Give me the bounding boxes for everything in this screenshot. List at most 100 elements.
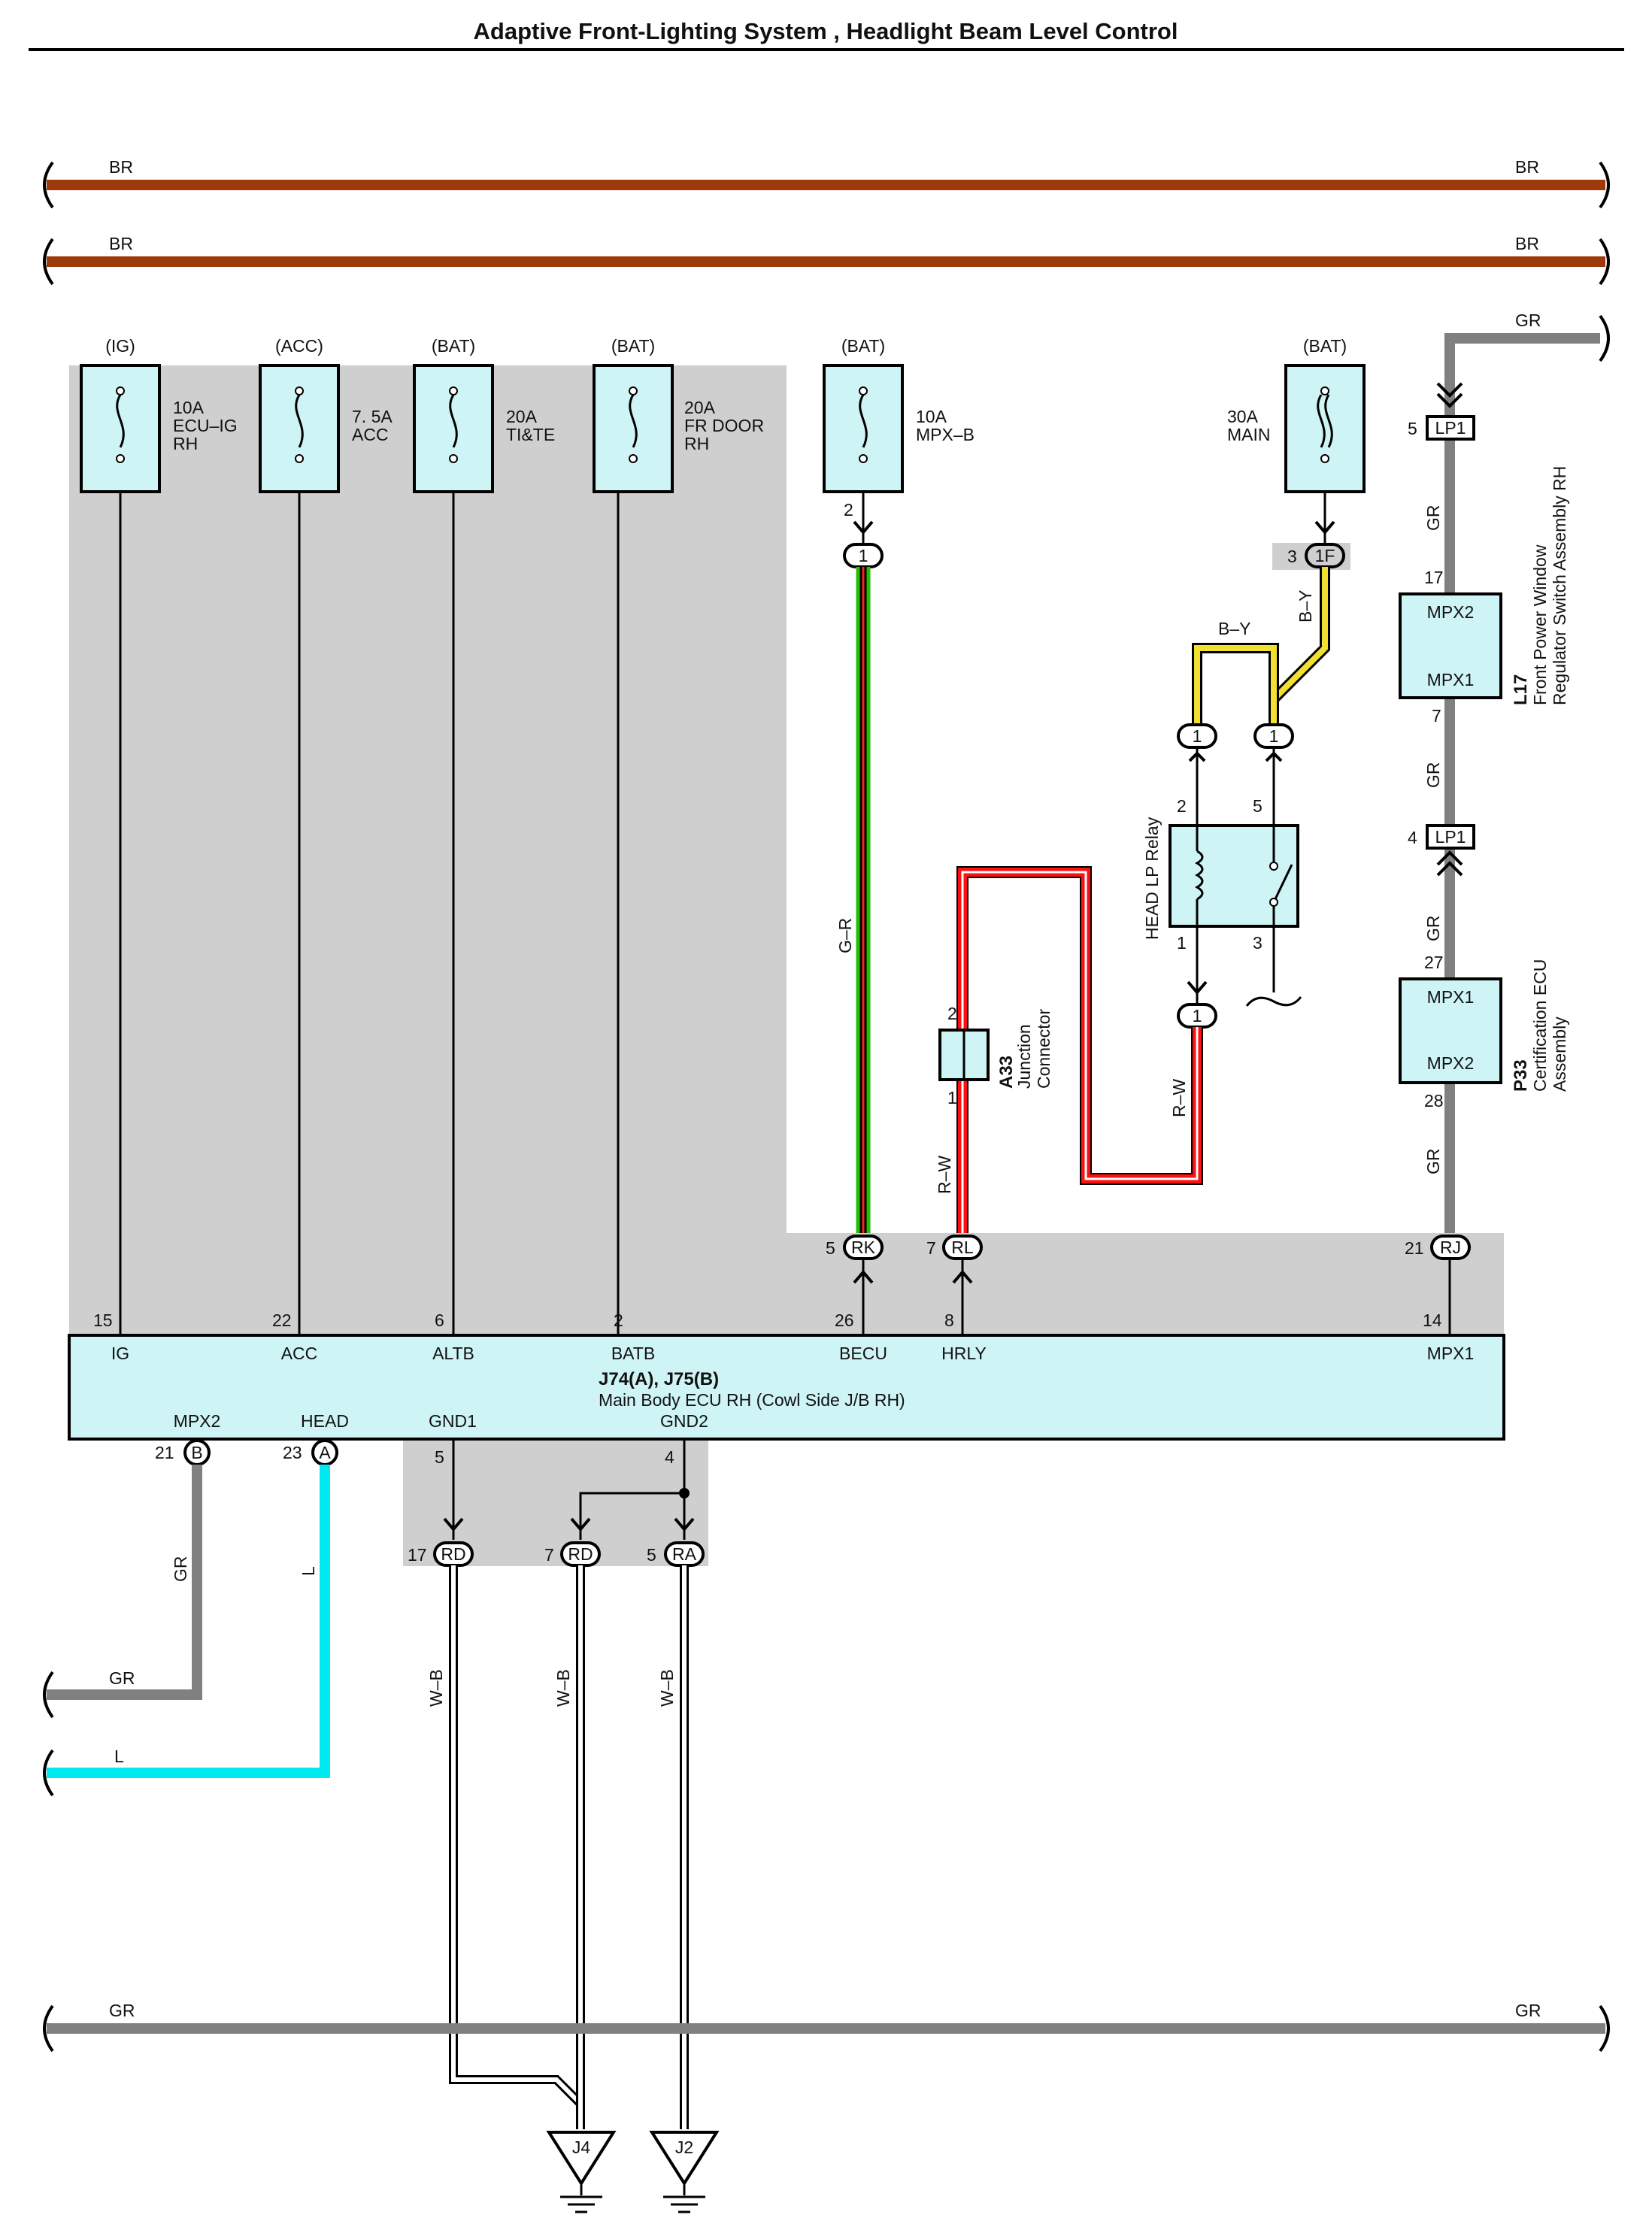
connector-relay-in-left: 1 bbox=[1177, 723, 1217, 749]
fuse-name: RH bbox=[173, 434, 198, 453]
pin-number: 28 bbox=[1424, 1091, 1444, 1110]
bus-label: L bbox=[114, 1747, 124, 1766]
fuse-rating: 30A bbox=[1227, 407, 1259, 426]
fuse-source-label: (BAT) bbox=[841, 336, 885, 356]
svg-text:7: 7 bbox=[926, 1238, 936, 1258]
terminal-label: HRLY bbox=[941, 1344, 987, 1363]
svg-text:2: 2 bbox=[614, 1310, 623, 1330]
svg-text:LP1: LP1 bbox=[1435, 827, 1466, 847]
fuse-mpx-b: (BAT) 10A MPX–B bbox=[823, 336, 975, 493]
pin-number: 5 bbox=[1253, 796, 1262, 816]
svg-text:1: 1 bbox=[859, 546, 868, 565]
fuse-name: ECU–IG bbox=[173, 416, 238, 435]
pin-number: 2 bbox=[947, 1004, 957, 1023]
connector-rd-2: 7 RD bbox=[544, 1541, 601, 1567]
pin-number: 27 bbox=[1424, 953, 1444, 972]
wire-color-label: GR bbox=[1423, 762, 1443, 789]
fuse-source-label: (BAT) bbox=[1303, 336, 1347, 356]
svg-text:7: 7 bbox=[544, 1545, 554, 1565]
component-id: L17 bbox=[1511, 674, 1531, 705]
ecu-top-pin-numbers: 15 22 6 2 26 8 14 bbox=[93, 1310, 1442, 1330]
connector-1f: 3 1F bbox=[1287, 543, 1345, 568]
svg-text:3: 3 bbox=[1287, 547, 1297, 566]
svg-text:B: B bbox=[191, 1443, 202, 1462]
fuse-name: FR DOOR bbox=[684, 416, 764, 435]
wire-color-label: GR bbox=[1423, 1149, 1443, 1175]
fuse-rating: 20A bbox=[506, 407, 538, 426]
wire-w-b: W–B W–B W–B bbox=[426, 1565, 689, 2129]
pin-number: 7 bbox=[1432, 706, 1441, 726]
fuse-source-label: (BAT) bbox=[611, 336, 655, 356]
svg-text:4: 4 bbox=[665, 1447, 674, 1467]
svg-text:RD: RD bbox=[568, 1544, 593, 1564]
terminal-label: GND2 bbox=[660, 1411, 708, 1431]
connector-arrow bbox=[853, 520, 874, 535]
svg-text:1: 1 bbox=[1193, 1006, 1202, 1026]
terminal-label: BECU bbox=[839, 1344, 887, 1363]
pin-number: 3 bbox=[1253, 933, 1262, 953]
svg-text:LP1: LP1 bbox=[1435, 418, 1466, 438]
svg-text:RL: RL bbox=[951, 1238, 974, 1257]
wire-gr-left: GR GR bbox=[43, 1465, 202, 1719]
p33-certification-ecu: 27 MPX1 MPX2 28 P33 Certification ECU As… bbox=[1399, 953, 1569, 1110]
terminal-label: MPX1 bbox=[1427, 670, 1475, 689]
fuse-acc: (ACC) 7. 5A ACC bbox=[259, 336, 393, 493]
svg-text:RJ: RJ bbox=[1440, 1238, 1461, 1257]
component-name: Assembly bbox=[1550, 1017, 1569, 1092]
junction-block-shade bbox=[69, 365, 1504, 1335]
svg-text:A: A bbox=[319, 1443, 331, 1462]
pin-number: 1 bbox=[1177, 933, 1187, 953]
fuse-ecu-ig: (IG) 10A ECU–IG RH bbox=[80, 336, 238, 493]
svg-text:RA: RA bbox=[672, 1544, 697, 1564]
svg-text:17: 17 bbox=[408, 1545, 427, 1565]
br-label: BR bbox=[109, 234, 133, 253]
fuse-source-label: (ACC) bbox=[275, 336, 323, 356]
svg-text:21: 21 bbox=[155, 1443, 174, 1462]
fuse-main: (BAT) 30A MAIN bbox=[1227, 336, 1366, 493]
bus-label: GR bbox=[109, 2001, 135, 2020]
wire-color-label: B–Y bbox=[1218, 619, 1250, 638]
wire-color-label: R–W bbox=[1169, 1079, 1189, 1117]
br-label: BR bbox=[1515, 234, 1539, 253]
wire-color-label: GR bbox=[171, 1556, 190, 1583]
terminal-label: ACC bbox=[281, 1344, 318, 1363]
connector-lp1-top: 5 LP1 bbox=[1408, 415, 1475, 441]
br-bus-top: BR BR bbox=[43, 157, 1610, 209]
fuse-rating: 10A bbox=[916, 407, 947, 426]
fuse-name: MAIN bbox=[1227, 425, 1271, 444]
component-id: J74(A), J75(B) bbox=[599, 1369, 719, 1389]
ground-point-j4: J4 bbox=[546, 2131, 617, 2213]
fuse-fr-door-rh: (BAT) 20A FR DOOR RH bbox=[593, 336, 764, 493]
svg-text:5: 5 bbox=[1408, 419, 1417, 438]
ground-internal-wiring: 5 4 bbox=[435, 1439, 695, 1540]
svg-text:8: 8 bbox=[944, 1310, 954, 1330]
wire-color-label: GR bbox=[1423, 505, 1443, 532]
relay-name: HEAD LP Relay bbox=[1142, 817, 1162, 940]
svg-text:26: 26 bbox=[835, 1310, 854, 1330]
terminal-label: HEAD bbox=[301, 1411, 349, 1431]
wire-color-label: L bbox=[299, 1566, 318, 1576]
ground-id: J2 bbox=[675, 2138, 693, 2157]
svg-text:15: 15 bbox=[93, 1310, 113, 1330]
svg-text:5: 5 bbox=[435, 1447, 444, 1467]
wire-color-label: W–B bbox=[426, 1669, 446, 1707]
terminal-label: BATB bbox=[611, 1344, 655, 1363]
svg-text:1F: 1F bbox=[1315, 546, 1335, 565]
component-name: Main Body ECU RH (Cowl Side J/B RH) bbox=[599, 1390, 905, 1410]
connector-rk: 5 RK bbox=[826, 1235, 884, 1335]
connector-arrow bbox=[1314, 520, 1335, 535]
pin-number: 17 bbox=[1424, 568, 1444, 587]
component-name: Certification ECU bbox=[1530, 959, 1550, 1092]
connector-a: 23 A bbox=[283, 1439, 338, 1466]
fuse-supply-wires bbox=[119, 492, 620, 1335]
l17-front-power-window-switch: 17 MPX2 MPX1 7 L17 Front Power Window Re… bbox=[1399, 466, 1569, 726]
wire-color-label: W–B bbox=[657, 1669, 677, 1707]
fuse-rating: 10A bbox=[173, 398, 205, 417]
main-body-ecu-rh: IG ACC ALTB BATB BECU HRLY MPX1 J74(A), … bbox=[68, 1334, 1505, 1441]
wire-color-label: G–R bbox=[835, 918, 855, 953]
wire-g-r: G–R bbox=[835, 567, 871, 1233]
wire-color-label: W–B bbox=[553, 1669, 573, 1707]
wire-gr-mpx-chain: GR GR GR GR GR bbox=[1423, 311, 1610, 1233]
wire-b-y: B–Y B–Y bbox=[1192, 567, 1330, 729]
